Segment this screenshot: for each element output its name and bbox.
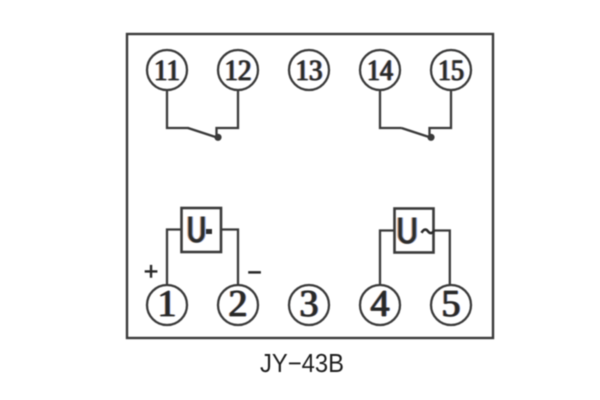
svg-text:4: 4: [369, 283, 388, 325]
svg-text:3: 3: [300, 283, 319, 325]
svg-text:15: 15: [437, 54, 463, 87]
svg-text:2: 2: [227, 283, 246, 325]
svg-text:14: 14: [368, 54, 394, 87]
svg-text:1: 1: [156, 283, 175, 325]
svg-text:+: +: [144, 257, 159, 286]
svg-text:5: 5: [442, 283, 461, 325]
svg-text:11: 11: [154, 54, 180, 87]
svg-text:1: 1: [158, 283, 177, 325]
svg-text:12: 12: [223, 54, 250, 87]
svg-text:14: 14: [367, 54, 393, 87]
svg-text:13: 13: [296, 54, 323, 87]
svg-text:13: 13: [297, 54, 324, 87]
svg-text:15: 15: [439, 54, 465, 87]
svg-text:1: 1: [159, 283, 178, 325]
svg-text:3: 3: [298, 283, 317, 325]
svg-text:5: 5: [443, 283, 462, 325]
svg-text:11: 11: [155, 54, 181, 87]
svg-text:2: 2: [229, 283, 248, 325]
svg-text:13: 13: [294, 54, 321, 87]
svg-text:4: 4: [372, 283, 391, 325]
svg-text:−: −: [247, 258, 262, 287]
svg-text:3: 3: [301, 283, 320, 325]
svg-text:12: 12: [225, 54, 252, 87]
svg-text:14: 14: [366, 54, 392, 87]
svg-text:11: 11: [153, 54, 179, 87]
svg-text:12: 12: [226, 54, 253, 87]
svg-text:15: 15: [438, 54, 464, 87]
svg-text:5: 5: [440, 283, 459, 325]
svg-text:2: 2: [230, 283, 249, 325]
svg-text:4: 4: [371, 283, 390, 325]
svg-text:JY−43B: JY−43B: [260, 348, 344, 378]
